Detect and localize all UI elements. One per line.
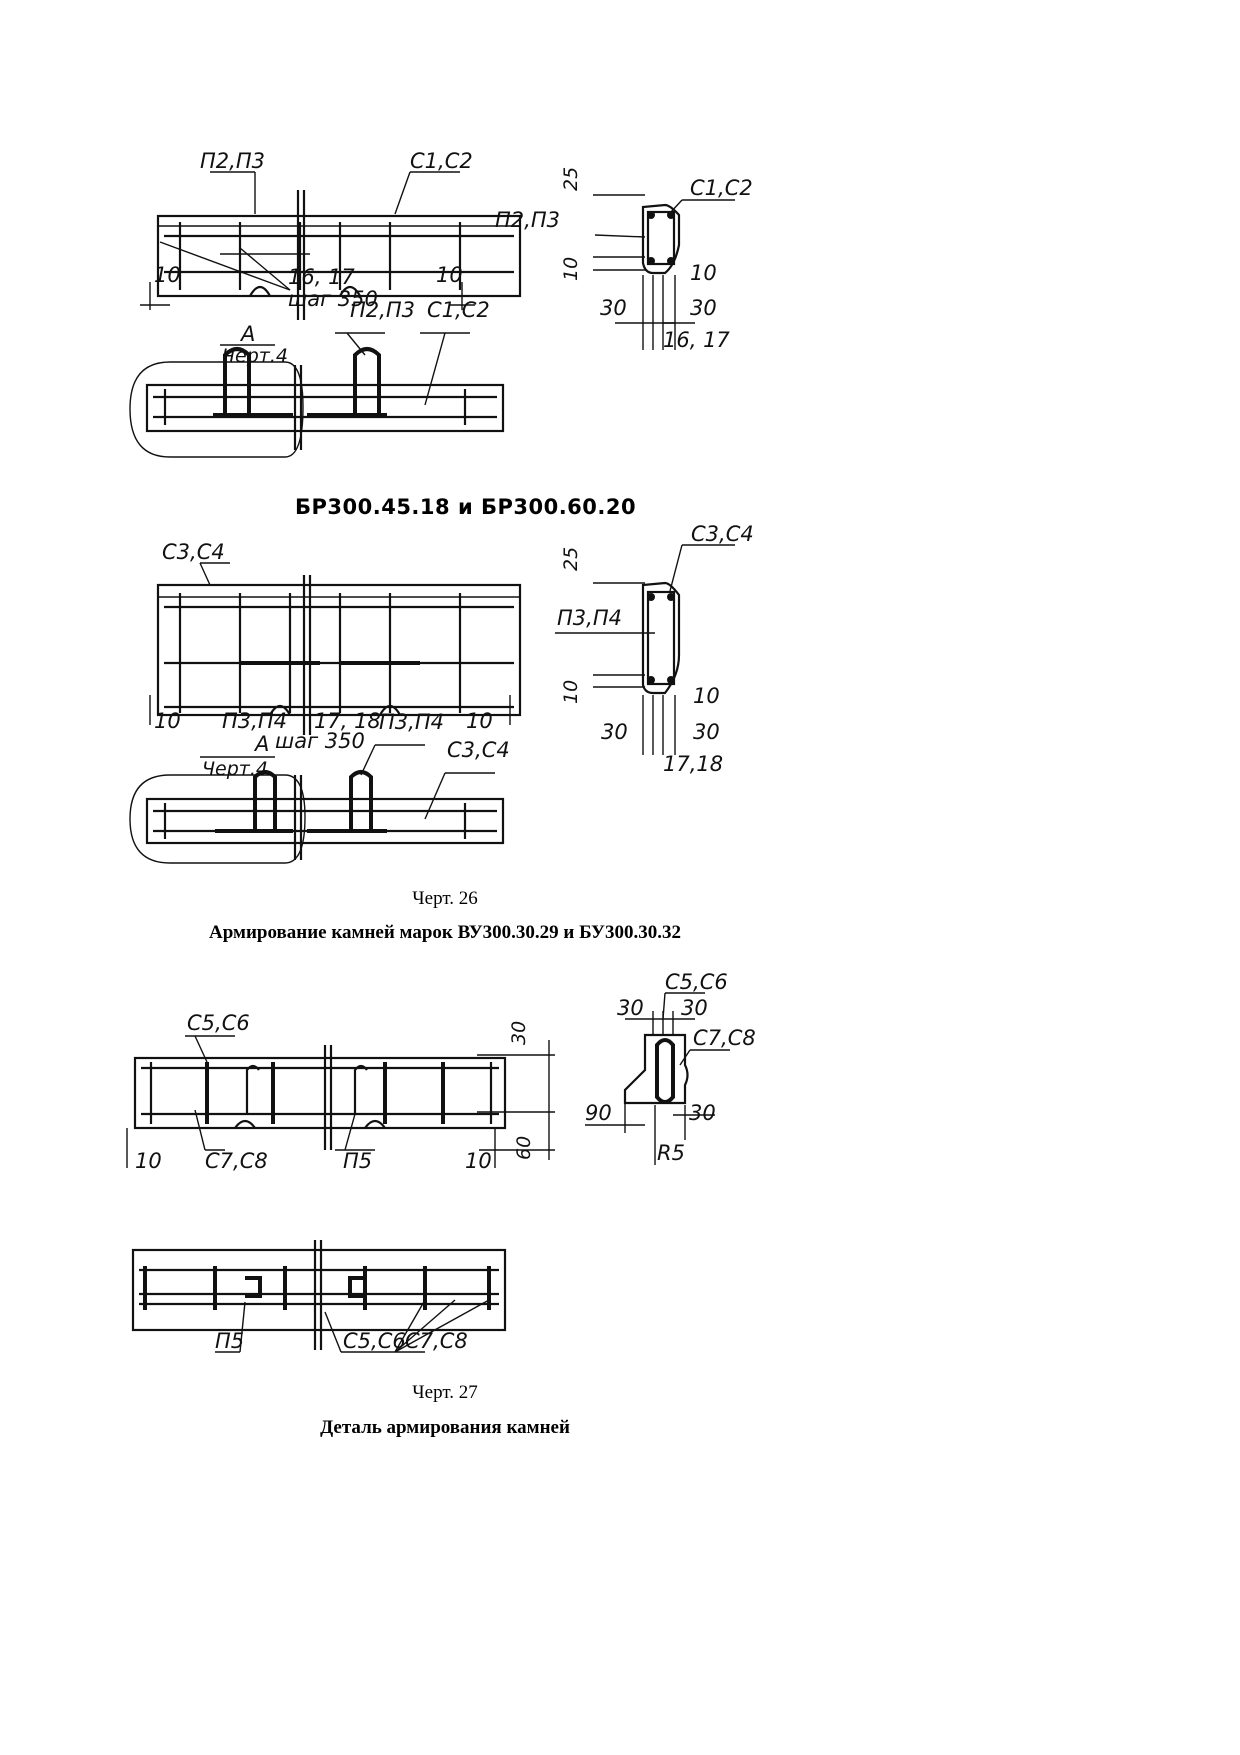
dim-10-left: 10 bbox=[154, 709, 181, 733]
sec-label-bars: 17,18 bbox=[663, 752, 723, 776]
drawing-bottom-elevation: С3,С4 10 П3,П4 17, 18 10 bbox=[140, 540, 540, 735]
dim-10-right: 10 bbox=[436, 263, 463, 287]
sec-dim30-right: 30 bbox=[693, 720, 720, 744]
title-chert-27: Деталь армирования камней bbox=[320, 1417, 570, 1438]
drawing-fig2-section: С5,С6 30 30 С7,С8 90 30 R5 bbox=[585, 970, 765, 1195]
drawing-top-plan: А Черт.4 П2,П3 С1,С2 bbox=[125, 298, 525, 465]
sec-dim25: 25 bbox=[560, 167, 582, 191]
plan-label-p3p4: П3,П4 bbox=[379, 710, 444, 734]
dim-10-right: 10 bbox=[465, 1149, 492, 1173]
plan-cherts-ref: Черт.4 bbox=[202, 758, 268, 780]
caption-chert-27: Черт. 27 bbox=[412, 1382, 478, 1403]
subheading: БР300.45.18 и БР300.60.20 bbox=[295, 495, 637, 519]
caption-chert-26: Черт. 26 bbox=[412, 888, 478, 909]
drawing-top-section: 25 С1,С2 П2,П3 10 10 30 30 16, 17 bbox=[495, 165, 765, 380]
plan-label-p2p3: П2,П3 bbox=[350, 298, 415, 322]
dim-10-left: 10 bbox=[135, 1149, 162, 1173]
sec-dim30-right: 30 bbox=[681, 996, 708, 1020]
label-p5: П5 bbox=[343, 1149, 372, 1173]
drawing-bottom-plan: А Черт.4 П3,П4 С3,С4 bbox=[125, 710, 525, 875]
sec-label-p3p4: П3,П4 bbox=[557, 606, 622, 630]
dim-10-right: 10 bbox=[466, 709, 493, 733]
sec-dim30-left: 30 bbox=[617, 996, 644, 1020]
label-c3c4: С3,С4 bbox=[162, 540, 225, 564]
sec-label-r5: R5 bbox=[657, 1141, 685, 1165]
sec-dim25: 25 bbox=[560, 547, 582, 571]
sec-label-p2p3: П2,П3 bbox=[495, 208, 560, 232]
plan-label-c3c4: С3,С4 bbox=[447, 738, 510, 762]
sec-dim10-left: 10 bbox=[560, 257, 582, 281]
sec-dim10-right: 10 bbox=[693, 684, 720, 708]
plan-a-mark: А bbox=[239, 322, 255, 346]
label-p2p3: П2,П3 bbox=[200, 149, 265, 173]
label-step: шаг 350 bbox=[288, 287, 378, 311]
drawing-bottom-section: 25 С3,С4 П3,П4 10 10 30 30 17,18 bbox=[545, 522, 765, 780]
sec-label-c5c6: С5,С6 bbox=[665, 970, 728, 994]
dim-10-left: 10 bbox=[154, 263, 181, 287]
dim-30: 30 bbox=[508, 1021, 530, 1045]
sec-dim10-left: 10 bbox=[560, 680, 582, 704]
drawing-fig2-elevation: С5,С6 30 10 С7,С8 П5 10 60 bbox=[125, 1000, 555, 1180]
sec-dim30-left: 30 bbox=[600, 296, 627, 320]
plan-a-mark: А bbox=[253, 732, 269, 756]
title-chert-26: Армирование камней марок ВУ300.30.29 и Б… bbox=[209, 922, 681, 943]
sec-label-c3c4: С3,С4 bbox=[691, 522, 754, 546]
step-label-wrap: шаг 350 bbox=[275, 729, 395, 754]
label-step: шаг 350 bbox=[275, 729, 365, 753]
label-bars: 16, 17 bbox=[288, 265, 355, 289]
sec-dim90: 90 bbox=[585, 1101, 612, 1125]
label-c1c2: С1,С2 bbox=[410, 149, 473, 173]
drawing-top-elevation: П2,П3 С1,С2 10 16, 17 шаг 350 10 bbox=[140, 149, 540, 330]
sec-dim30-bottom: 30 bbox=[689, 1101, 716, 1125]
sec-label-c1c2: С1,С2 bbox=[690, 176, 753, 200]
sec-dim30-right: 30 bbox=[690, 296, 717, 320]
label-c7c8: С7,С8 bbox=[205, 1149, 268, 1173]
sec-dim10-right: 10 bbox=[690, 261, 717, 285]
dim-60: 60 bbox=[513, 1136, 535, 1160]
sec-dim30-left: 30 bbox=[601, 720, 628, 744]
drawing-fig2-plan: П5 С5,С6 С7,С8 bbox=[125, 1240, 525, 1380]
label-bars: 17, 18 bbox=[314, 709, 381, 733]
plan-label-c5c6: С5,С6 bbox=[343, 1329, 406, 1353]
label-c5c6: С5,С6 bbox=[187, 1011, 250, 1035]
plan-label-c1c2: С1,С2 bbox=[427, 298, 490, 322]
sec-label-c7c8: С7,С8 bbox=[693, 1026, 756, 1050]
plan-label-c7c8: С7,С8 bbox=[405, 1329, 468, 1353]
plan-cherts-ref: Черт.4 bbox=[222, 345, 288, 367]
sec-label-bars: 16, 17 bbox=[663, 328, 730, 352]
label-p3p4: П3,П4 bbox=[222, 709, 287, 733]
plan-label-p5: П5 bbox=[215, 1329, 244, 1353]
